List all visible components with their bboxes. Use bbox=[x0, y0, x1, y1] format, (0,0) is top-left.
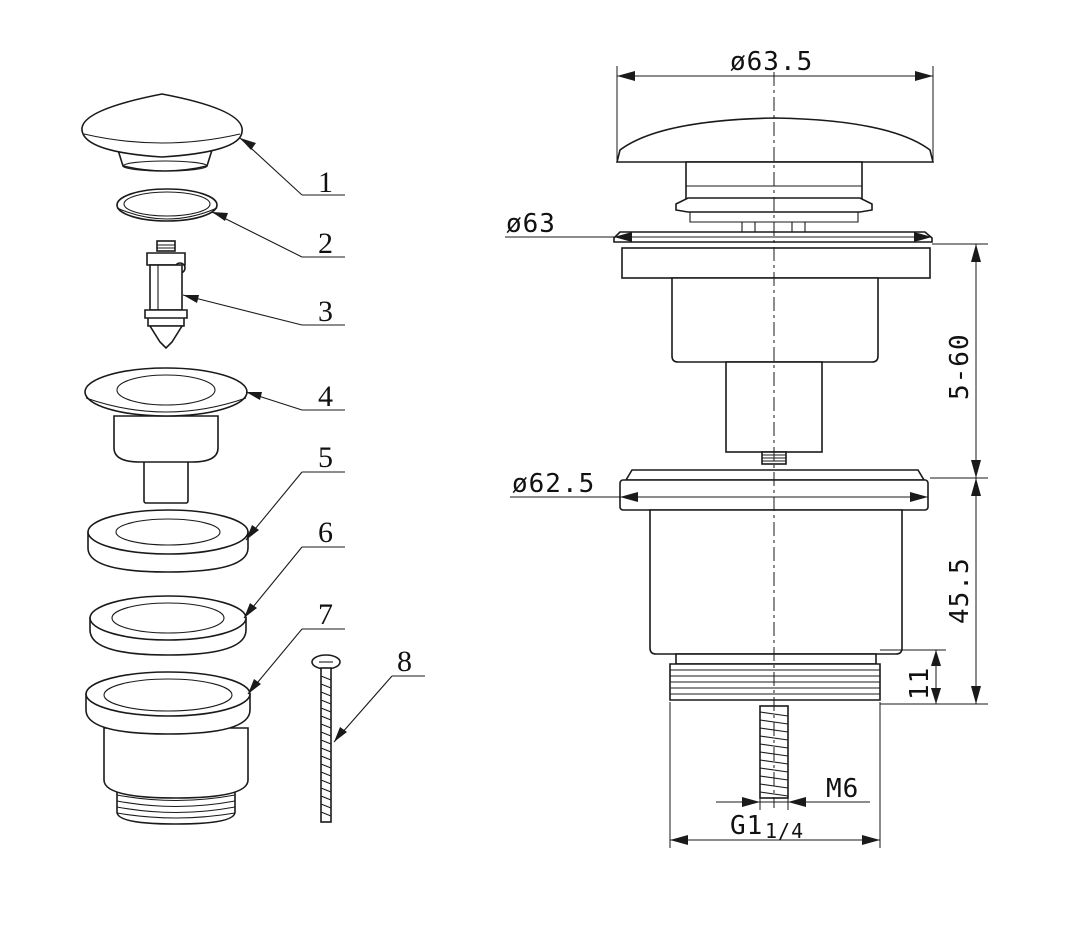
dim-flange-diameter: ø63 bbox=[505, 209, 932, 242]
part-8-bolt bbox=[311, 654, 341, 823]
dim-thread-length: 11 bbox=[880, 649, 946, 704]
part-4-flange-body bbox=[84, 367, 248, 504]
callout-leaders: 1 2 3 4 5 6 7 bbox=[182, 137, 425, 743]
dim-outlet-thread: G1 1/4 bbox=[669, 702, 881, 848]
callout-2: 2 bbox=[318, 227, 333, 260]
part-6-washer bbox=[89, 595, 247, 656]
callout-1: 1 bbox=[318, 166, 333, 199]
callout-8: 8 bbox=[397, 645, 412, 678]
part-2-seal-ring bbox=[116, 188, 218, 222]
callout-5: 5 bbox=[318, 441, 333, 474]
callout-4: 4 bbox=[318, 380, 333, 413]
dim-adjust-range: 5-60 bbox=[930, 243, 988, 479]
label-adjust-range: 5-60 bbox=[945, 333, 975, 400]
callout-7: 7 bbox=[318, 598, 333, 631]
assembled-elevation: ø63.5 ø63 5-60 ø62.5 bbox=[505, 47, 988, 848]
dim-bolt-thread: M6 bbox=[716, 774, 870, 810]
part-3-click-cartridge bbox=[144, 240, 188, 350]
callout-6: 6 bbox=[318, 516, 333, 549]
callout-3: 3 bbox=[318, 295, 333, 328]
label-body-flange-diameter: ø62.5 bbox=[512, 469, 595, 499]
dim-cap-diameter: ø63.5 bbox=[616, 47, 934, 160]
label-cap-diameter: ø63.5 bbox=[730, 47, 813, 77]
dim-body-height: 45.5 bbox=[880, 478, 988, 705]
part-7-threaded-body bbox=[85, 671, 251, 825]
part-1-cap bbox=[81, 93, 243, 172]
exploded-view: 1 2 3 4 5 6 7 bbox=[81, 93, 425, 825]
outlet-thread bbox=[669, 653, 881, 701]
label-thread-length: 11 bbox=[905, 667, 935, 700]
label-body-height: 45.5 bbox=[945, 557, 975, 624]
cap-outline bbox=[615, 117, 935, 163]
label-bolt-thread: M6 bbox=[826, 774, 859, 804]
dim-body-flange-diameter: ø62.5 bbox=[510, 469, 928, 502]
label-outlet-thread-fraction: 1/4 bbox=[765, 819, 804, 843]
part-5-gasket bbox=[87, 509, 249, 573]
label-outlet-thread-main: G1 bbox=[730, 811, 763, 841]
label-flange-diameter: ø63 bbox=[506, 209, 556, 239]
